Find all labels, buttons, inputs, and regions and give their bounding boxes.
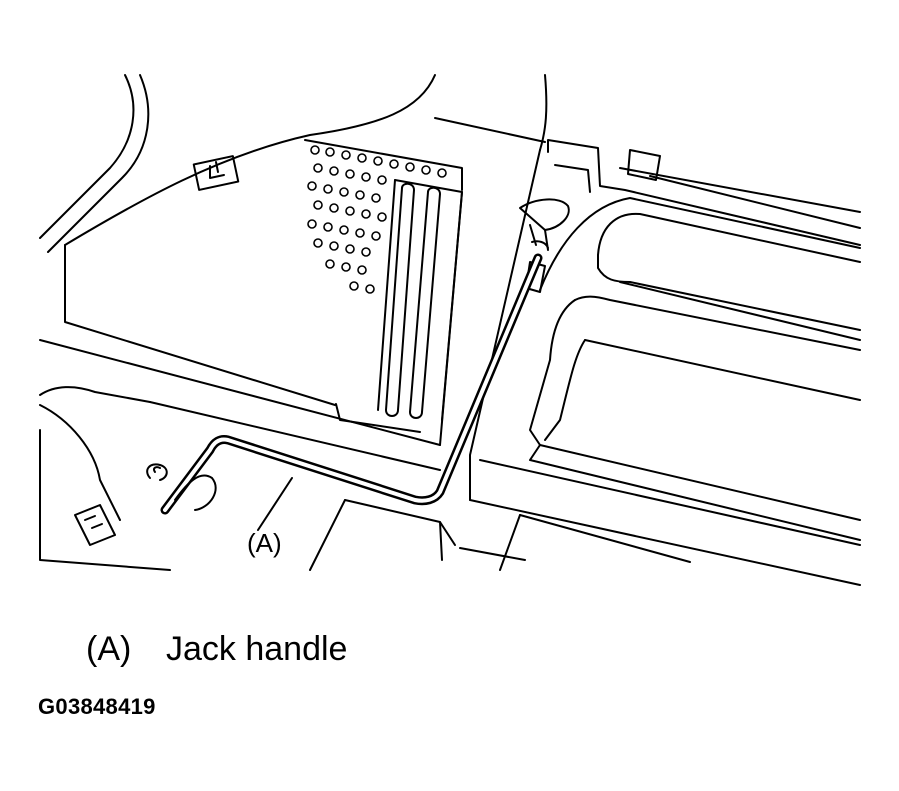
storage-compartments [529,139,861,541]
legend-text: Jack handle [166,630,348,668]
bracket [74,504,116,546]
jack-handle-illustration [39,74,861,586]
ribbed-strip [335,179,463,433]
legend: (A) Jack handle [86,630,347,669]
label-tag [192,155,240,191]
callout-leader-line [257,477,293,531]
floor-hook-icon [146,463,168,481]
figure-id: G03848419 [38,694,156,719]
left-trim-lines [39,74,151,521]
trim-panel [64,74,548,406]
legend-key: (A) [86,630,132,668]
jack-handle [160,253,543,515]
perforation-dots [307,145,447,294]
callout-label-a: (A) [247,528,282,558]
floor-edge-lines [39,149,861,586]
